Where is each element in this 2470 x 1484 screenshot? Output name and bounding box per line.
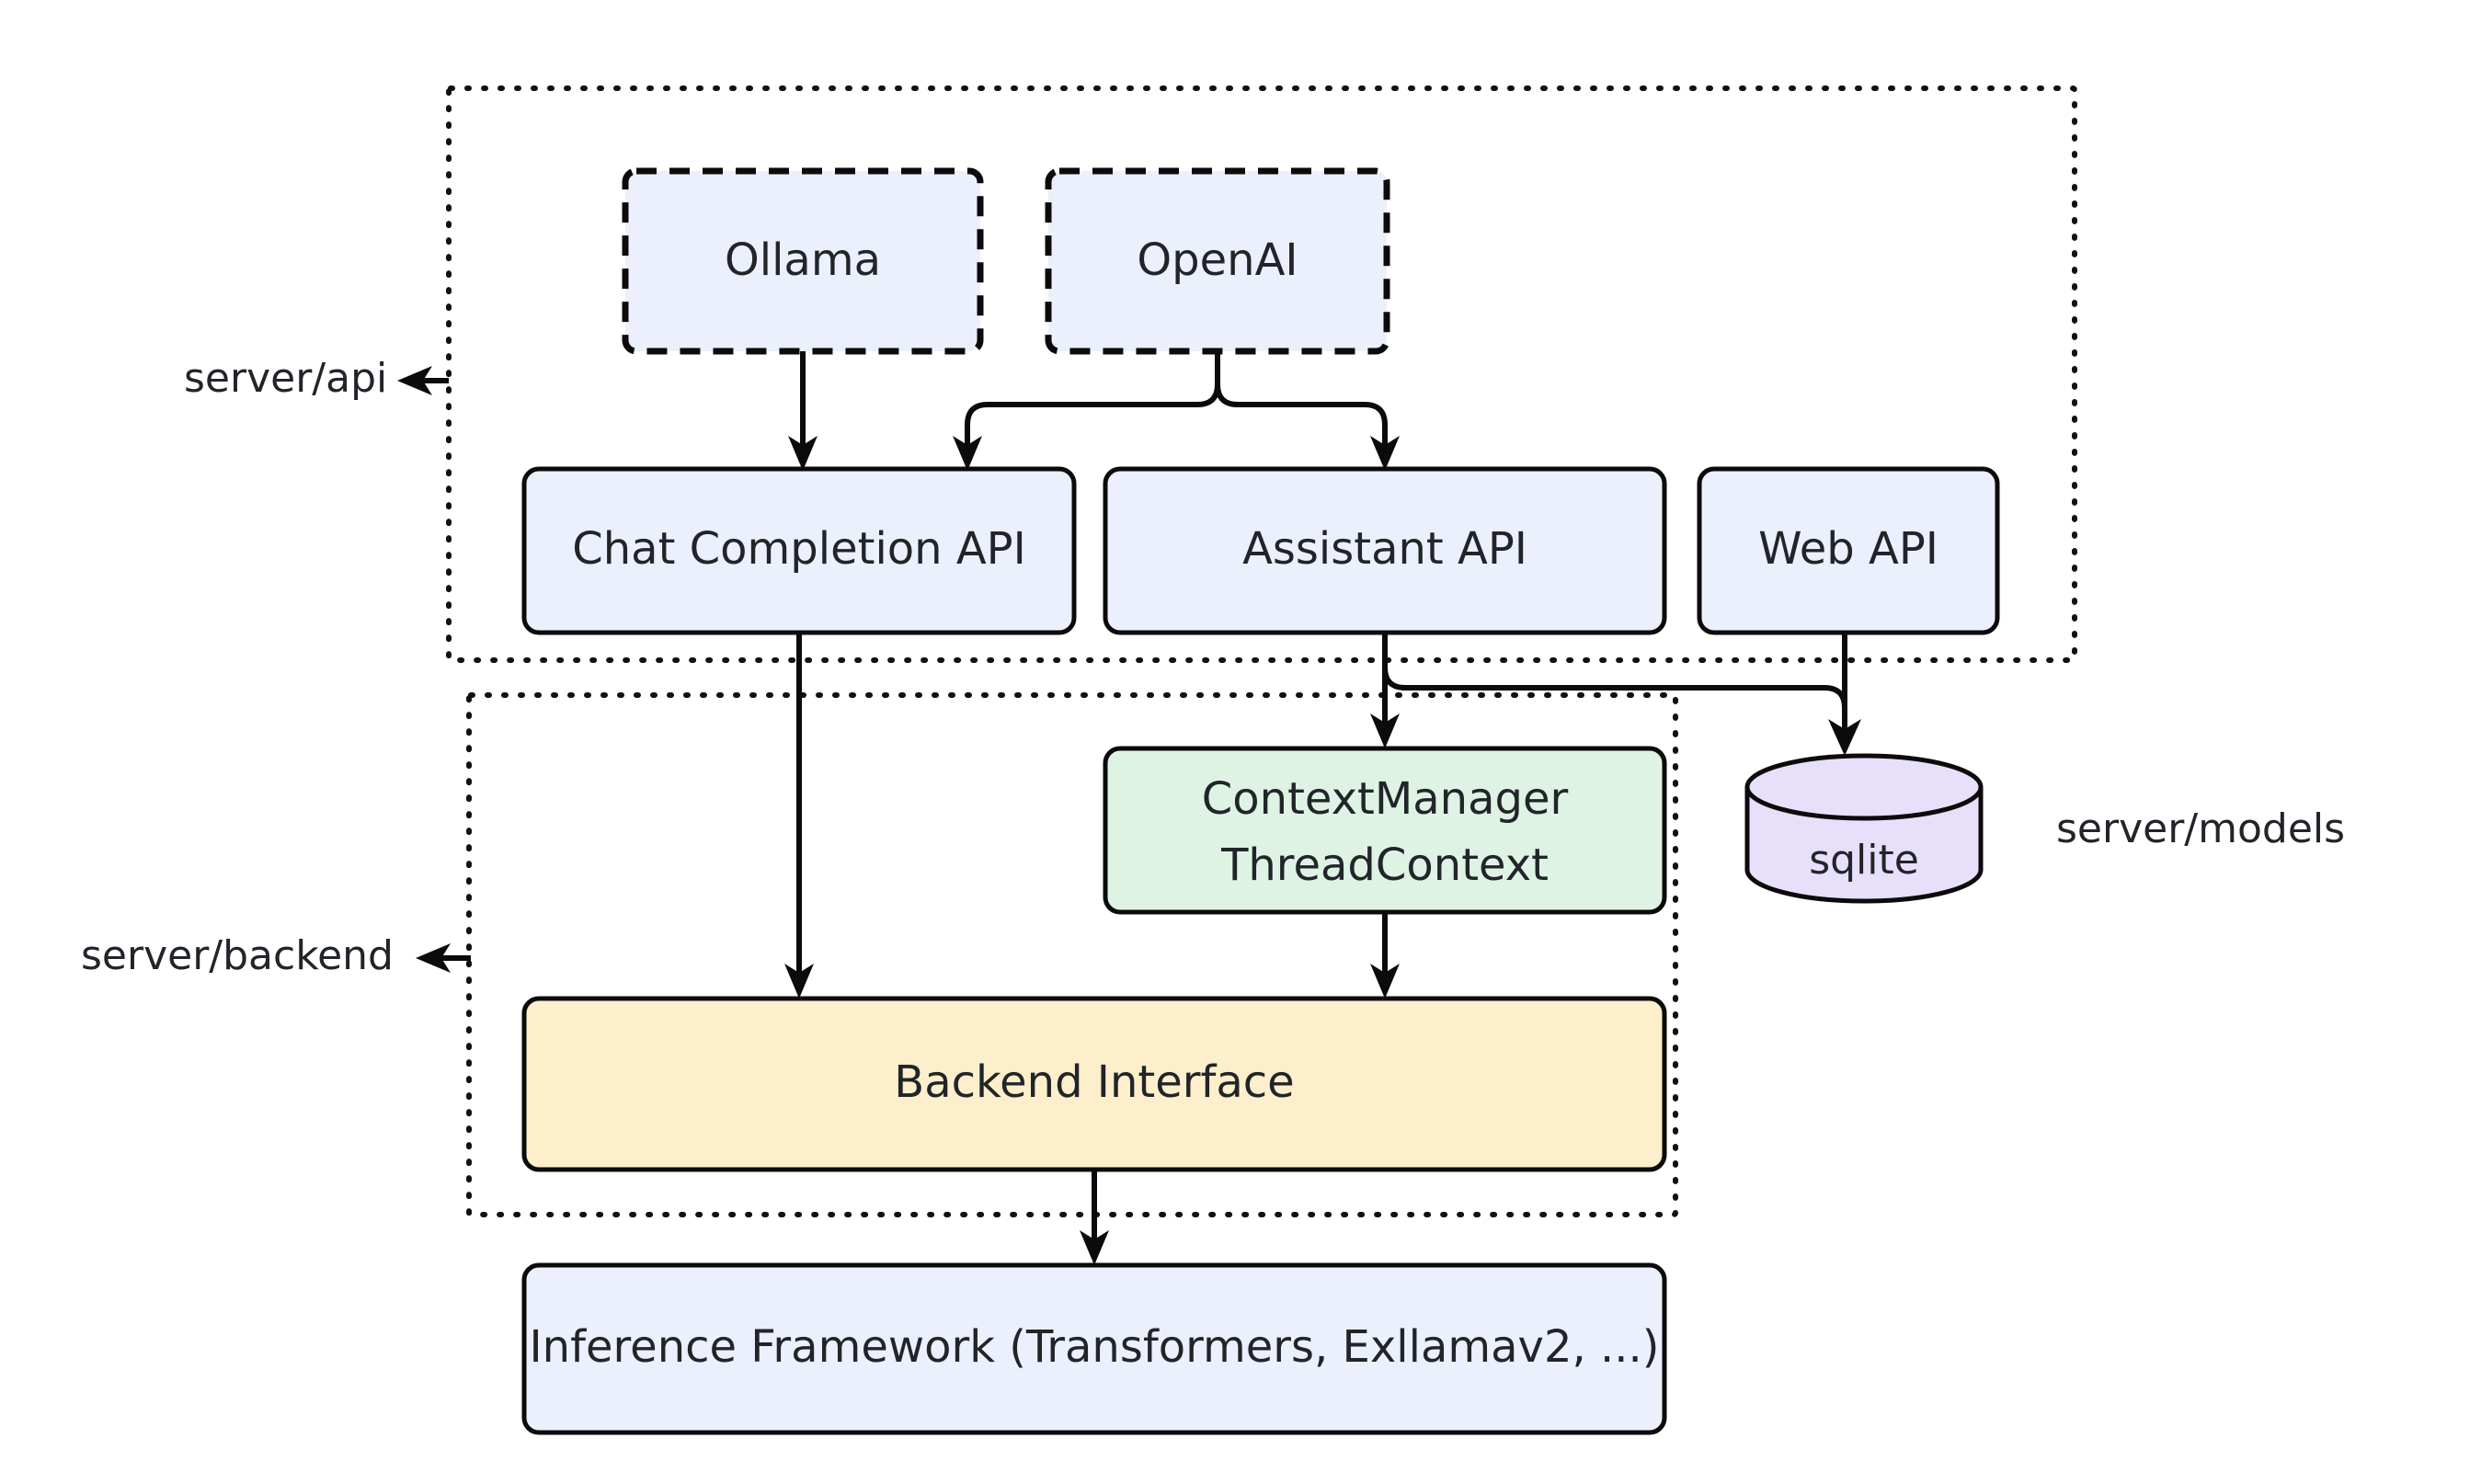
edge-web-api-to-sqlite <box>1828 633 1861 756</box>
node-sqlite[interactable]: sqlite <box>1744 753 1984 904</box>
node-ollama[interactable]: Ollama <box>622 167 984 355</box>
node-sqlite-label: sqlite <box>1809 837 1919 884</box>
node-chat-completion-api[interactable]: Chat Completion API <box>521 466 1077 635</box>
label-server-backend: server/backend <box>81 932 471 979</box>
node-openai[interactable]: OpenAI <box>1045 167 1390 355</box>
arrow-left-icon-api <box>397 366 432 395</box>
label-server-api-text: server/api <box>184 355 387 402</box>
node-ollama-label: Ollama <box>725 234 881 286</box>
node-assistant-api-label: Assistant API <box>1242 523 1527 575</box>
label-server-models: server/models <box>2056 805 2345 852</box>
arrow-left-icon-backend <box>416 943 451 973</box>
node-inference-framework-label: Inference Framework (Transformers, Exlla… <box>529 1321 1659 1373</box>
edge-context-manager-to-backend-interface <box>1370 912 1400 999</box>
node-chat-completion-api-label: Chat Completion API <box>572 523 1026 575</box>
node-context-manager-label-line1: ContextManager <box>1202 773 1569 825</box>
edge-backend-interface-to-inference-framework <box>1080 1170 1109 1265</box>
edge-ollama-to-chat-completion-api <box>788 351 818 471</box>
node-openai-label: OpenAI <box>1137 234 1298 286</box>
node-web-api-label: Web API <box>1758 523 1938 575</box>
node-context-manager[interactable]: ContextManager ThreadContext <box>1103 746 1667 915</box>
label-server-models-text: server/models <box>2056 805 2345 852</box>
node-assistant-api[interactable]: Assistant API <box>1103 466 1667 635</box>
cluster-server-api <box>446 86 2077 663</box>
node-backend-interface[interactable]: Backend Interface <box>521 996 1667 1172</box>
label-server-api: server/api <box>184 355 449 402</box>
edge-chat-completion-api-to-backend-interface <box>784 633 814 999</box>
label-server-backend-text: server/backend <box>81 932 394 979</box>
edge-assistant-api-to-context-manager <box>1370 633 1400 748</box>
node-context-manager-label-line2: ThreadContext <box>1220 839 1549 891</box>
node-inference-framework[interactable]: Inference Framework (Transformers, Exlla… <box>521 1262 1667 1435</box>
edge-openai-branch <box>953 351 1400 471</box>
node-web-api[interactable]: Web API <box>1697 466 2000 635</box>
node-backend-interface-label: Backend Interface <box>894 1056 1294 1108</box>
